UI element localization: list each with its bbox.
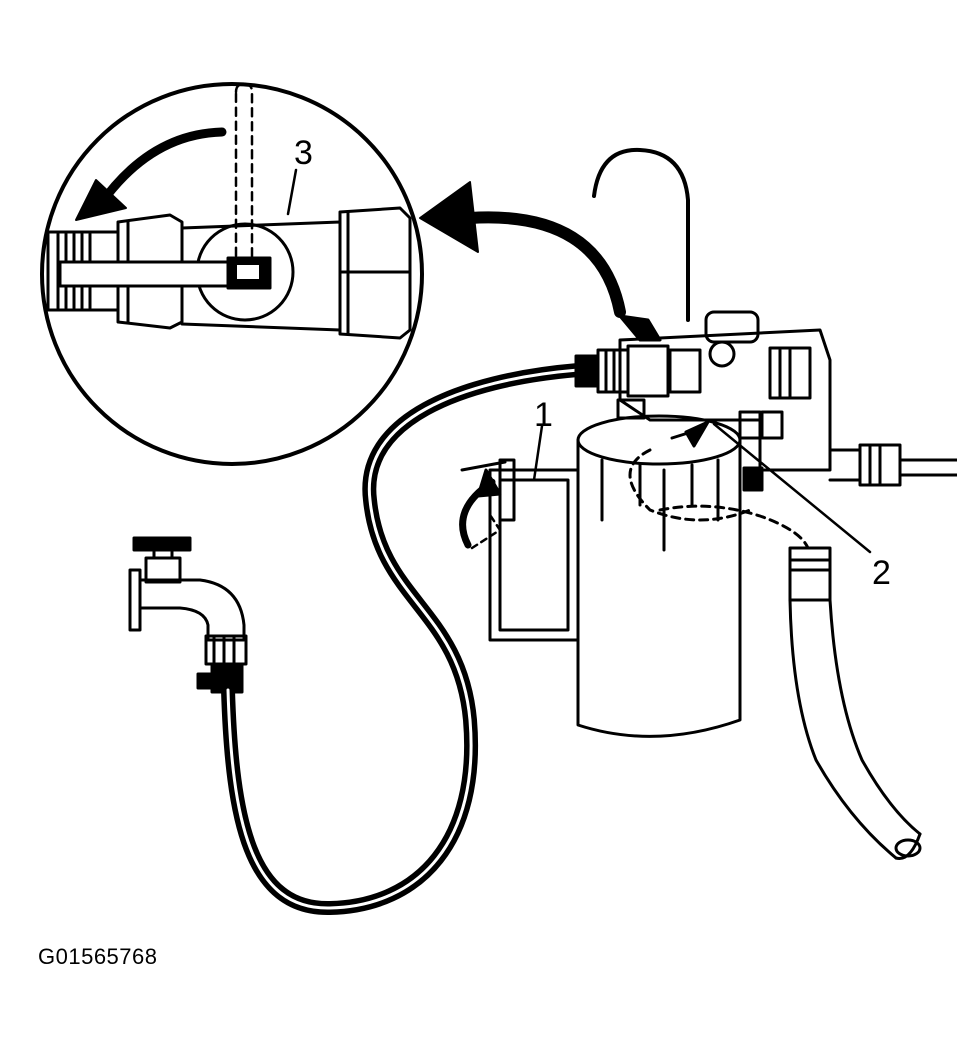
callout-3: 3 [294,134,313,172]
water-spigot [128,536,248,694]
magnify-arrow [419,181,626,318]
leader-1 [532,424,544,482]
valve-manifold [574,147,957,492]
filter-canister [459,414,752,738]
callout-1: 1 [534,396,553,434]
drain-hose [658,504,922,860]
valve-detail-inset [40,82,424,466]
ball-valve-detail [46,82,412,340]
callout-2: 2 [872,554,891,592]
rotation-arrow [95,127,227,210]
leader-2 [712,422,872,554]
garden-hose [221,363,585,916]
figure-id: G01565768 [38,944,158,969]
